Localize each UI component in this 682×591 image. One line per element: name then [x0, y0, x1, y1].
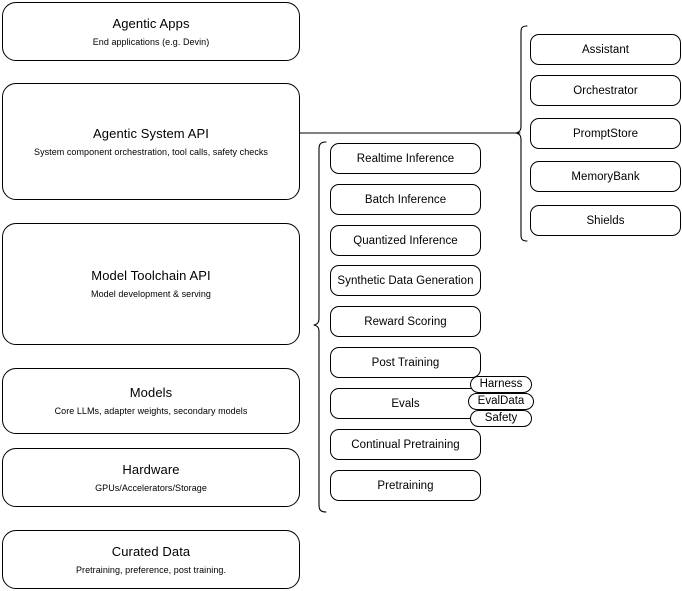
layer-hardware[interactable]: Hardware GPUs/Accelerators/Storage [2, 448, 300, 507]
capability-label: Batch Inference [364, 193, 447, 206]
capability-synthetic-data-generation[interactable]: Synthetic Data Generation [330, 265, 481, 296]
eval-subcomponent-label: Harness [479, 378, 523, 390]
layer-agentic-apps[interactable]: Agentic Apps End applications (e.g. Devi… [2, 2, 300, 61]
layer-subtitle: Core LLMs, adapter weights, secondary mo… [54, 406, 248, 416]
agentic-system-brace [515, 25, 528, 242]
agentic-component-label: Orchestrator [573, 84, 638, 97]
capability-label: Continual Pretraining [351, 438, 460, 451]
capability-continual-pretraining[interactable]: Continual Pretraining [330, 429, 481, 460]
capability-realtime-inference[interactable]: Realtime Inference [330, 143, 481, 174]
capability-label: Post Training [371, 356, 440, 369]
layer-subtitle: End applications (e.g. Devin) [92, 36, 210, 47]
capability-evals[interactable]: Evals [330, 388, 481, 419]
layer-models[interactable]: Models Core LLMs, adapter weights, secon… [2, 368, 300, 434]
layer-curated-data[interactable]: Curated Data Pretraining, preference, po… [2, 530, 300, 589]
eval-subcomponent-label: EvalData [477, 395, 525, 407]
capability-batch-inference[interactable]: Batch Inference [330, 184, 481, 215]
agentic-component-assistant[interactable]: Assistant [530, 34, 681, 65]
agentic-component-shields[interactable]: Shields [530, 205, 681, 236]
layer-subtitle: System component orchestration, tool cal… [34, 146, 268, 157]
eval-subcomponent-label: Safety [484, 412, 518, 424]
layer-title: Curated Data [111, 543, 191, 559]
agentic-component-label: MemoryBank [571, 170, 640, 183]
eval-subcomponent-evaldata[interactable]: EvalData [468, 393, 534, 410]
capability-label: Reward Scoring [364, 315, 447, 328]
layer-title: Hardware [122, 461, 180, 477]
layer-title: Model Toolchain API [91, 268, 211, 283]
agentic-component-label: PromptStore [572, 127, 639, 140]
layer-title: Models [129, 385, 173, 400]
capability-post-training[interactable]: Post Training [330, 347, 481, 378]
capability-pretraining[interactable]: Pretraining [330, 470, 481, 501]
agentic-component-orchestrator[interactable]: Orchestrator [530, 75, 681, 106]
agentic-component-memorybank[interactable]: MemoryBank [530, 161, 681, 192]
capability-label: Quantized Inference [353, 234, 458, 247]
layer-subtitle: GPUs/Accelerators/Storage [95, 482, 207, 493]
layer-subtitle: Pretraining, preference, post training. [75, 564, 227, 575]
capability-reward-scoring[interactable]: Reward Scoring [330, 306, 481, 337]
layer-subtitle: Model development & serving [91, 289, 211, 299]
capability-label: Pretraining [377, 479, 434, 492]
agentic-component-promptstore[interactable]: PromptStore [530, 118, 681, 149]
capability-quantized-inference[interactable]: Quantized Inference [330, 225, 481, 256]
layer-title: Agentic Apps [112, 15, 190, 31]
capability-label: Evals [391, 397, 420, 410]
eval-subcomponent-safety[interactable]: Safety [470, 410, 532, 427]
agentic-component-label: Shields [586, 214, 625, 227]
eval-subcomponent-harness[interactable]: Harness [470, 376, 532, 393]
layer-model-toolchain-api[interactable]: Model Toolchain API Model development & … [2, 223, 300, 345]
layer-agentic-system-api[interactable]: Agentic System API System component orch… [2, 83, 300, 200]
model-toolchain-brace [313, 141, 327, 513]
capability-label: Synthetic Data Generation [337, 274, 474, 287]
capability-label: Realtime Inference [356, 152, 455, 165]
agentic-component-label: Assistant [581, 43, 630, 56]
layer-title: Agentic System API [93, 125, 209, 141]
